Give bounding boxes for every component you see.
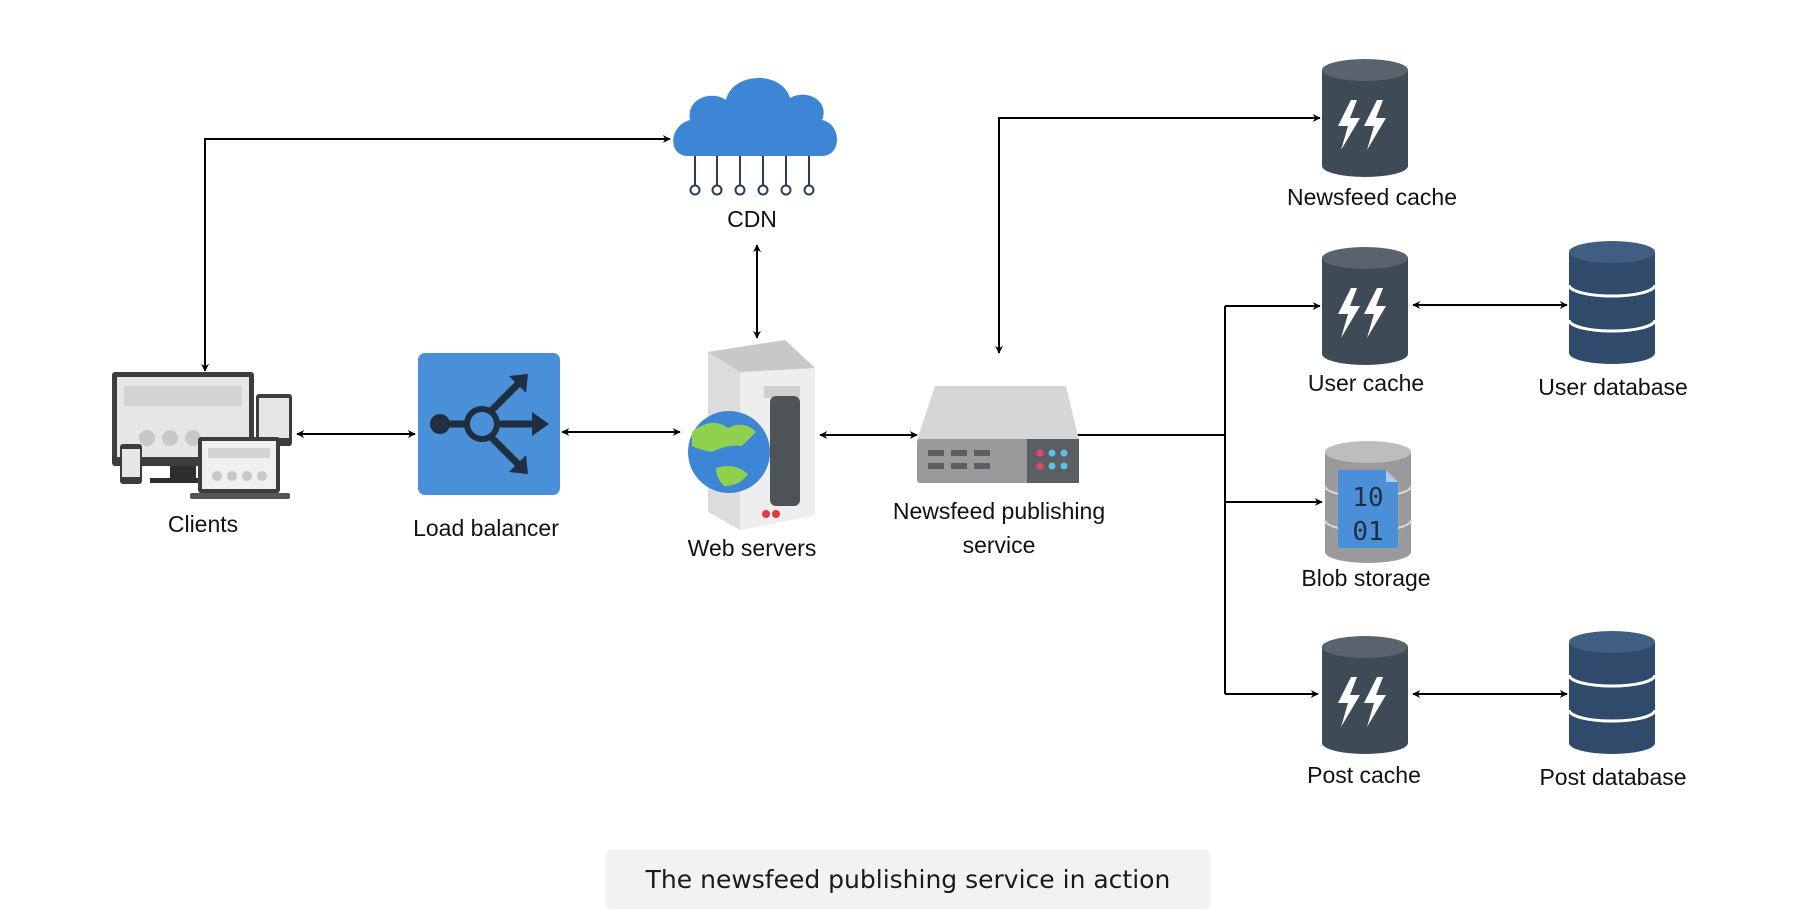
web-server-icon [688, 340, 815, 530]
caption-text: The newsfeed publishing service in actio… [645, 865, 1171, 894]
post-database-label: Post database [1539, 764, 1687, 790]
publishing-service-label-line1: Newsfeed publishing [892, 498, 1106, 524]
blob-digits-top: 10 [1352, 483, 1383, 513]
newsfeed-cache-icon [1322, 59, 1408, 177]
user-cache-label: User cache [1307, 370, 1425, 396]
post-database-icon [1567, 630, 1657, 755]
load-balancer-icon [418, 353, 560, 495]
server-rack-icon [917, 386, 1079, 483]
publishing-service-label-line2: service [962, 532, 1036, 558]
blob-storage-icon: 10 01 [1324, 441, 1412, 563]
blob-digits-bottom: 01 [1352, 517, 1383, 547]
clients-cdn-connector [201, 135, 671, 372]
blob-storage-label: Blob storage [1301, 565, 1431, 591]
post-cache-icon [1322, 636, 1408, 754]
cdn-label: CDN [727, 206, 777, 232]
load-balancer-label: Load balancer [413, 515, 559, 541]
user-database-icon [1567, 240, 1657, 365]
caption: The newsfeed publishing service in actio… [605, 850, 1211, 909]
newsfeed-cache-label: Newsfeed cache [1286, 184, 1458, 210]
web-servers-label: Web servers [687, 535, 817, 561]
post-cache-label: Post cache [1307, 762, 1421, 788]
user-cache-icon [1322, 247, 1408, 365]
user-database-label: User database [1538, 374, 1688, 400]
clients-label: Clients [167, 511, 239, 537]
publisher-newsfeed-cache-connector [995, 114, 1321, 354]
connectors [201, 114, 1568, 698]
devices-icon [112, 372, 292, 499]
cloud-icon [673, 77, 837, 196]
